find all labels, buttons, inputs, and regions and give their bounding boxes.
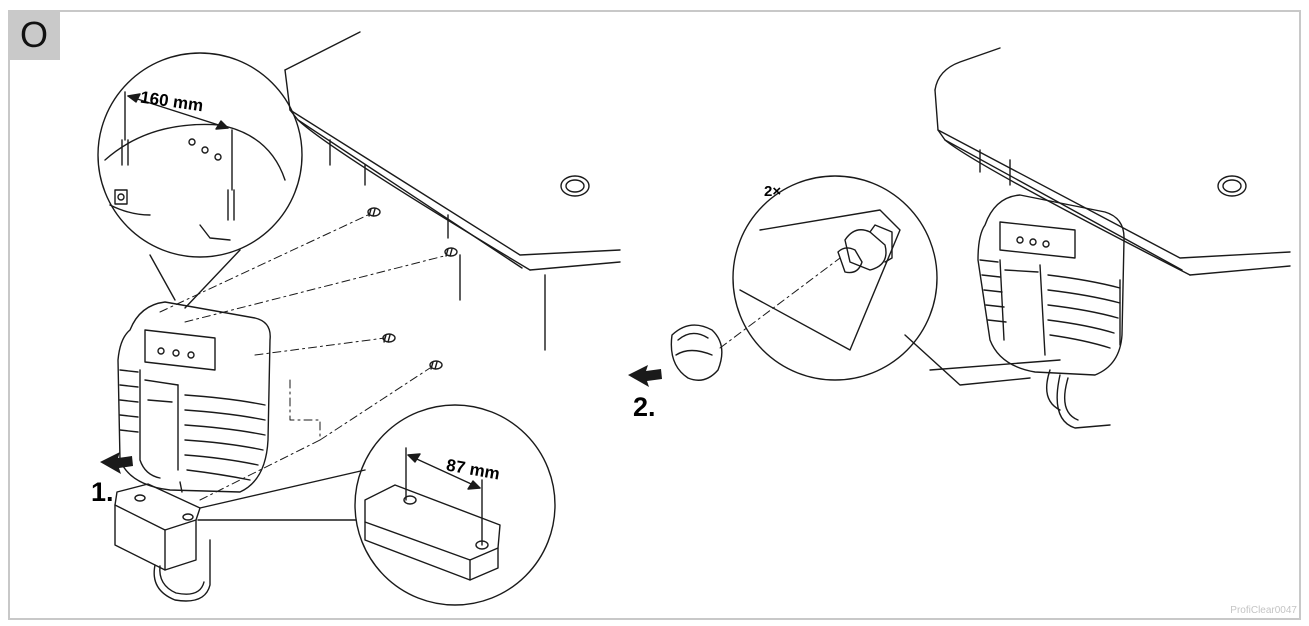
control-unit-left (117, 301, 271, 493)
step-number-1: 1. (91, 477, 114, 507)
housing-left (284, 31, 621, 351)
detail-circle-right (732, 175, 1061, 386)
alignment-line-right (719, 257, 841, 349)
alignment-lines-left (159, 213, 449, 501)
bracket-left (114, 483, 211, 602)
step-letter-tag: O (8, 10, 60, 60)
step-number-2: 2. (633, 392, 656, 422)
push-arrow-1 (100, 452, 133, 474)
detail-circle-top (97, 52, 303, 309)
detail-circle-bottom (197, 404, 556, 606)
quantity-label: 2× (764, 183, 782, 200)
figure-frame (8, 10, 1301, 620)
mounting-pins-left (367, 207, 458, 370)
step-letter: O (19, 14, 48, 55)
push-arrow-2 (628, 365, 662, 387)
housing-right (934, 47, 1291, 346)
image-reference-code: ProfiClear0047 (1230, 605, 1297, 616)
control-unit-right (977, 194, 1125, 429)
plug-cap (670, 324, 723, 381)
